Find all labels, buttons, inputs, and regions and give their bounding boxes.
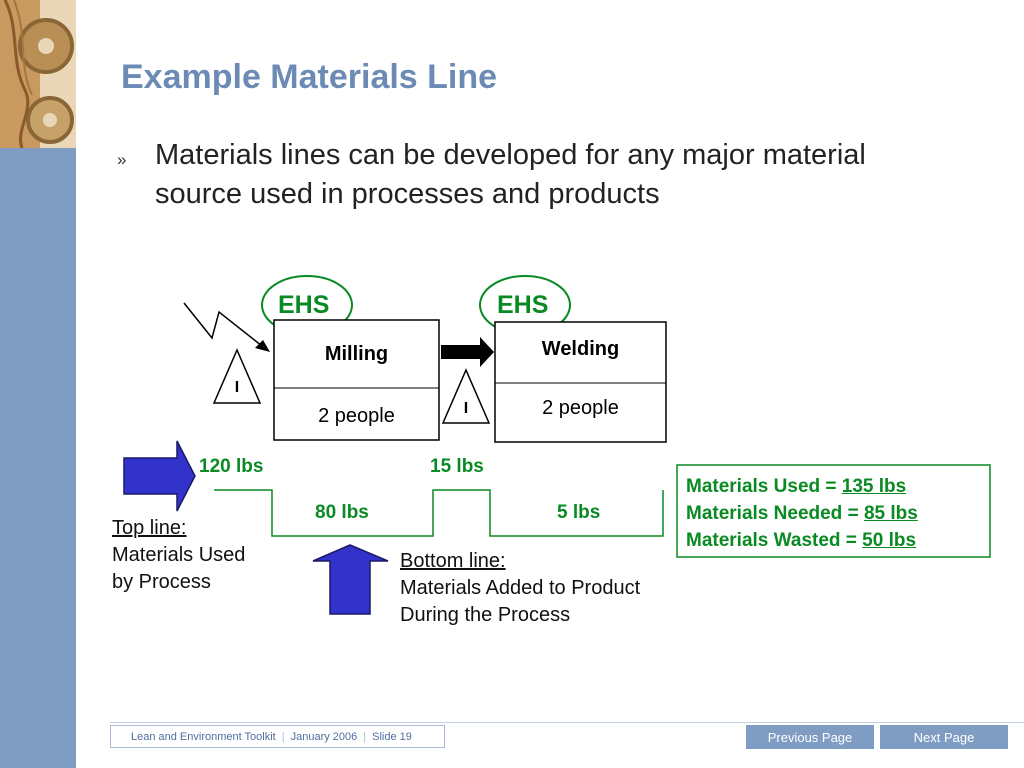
inventory-triangle-1 bbox=[212, 348, 262, 404]
bullet-marker: » bbox=[117, 150, 127, 169]
inventory-label-2: I bbox=[463, 400, 469, 417]
ehs-label-milling: EHS bbox=[278, 291, 330, 319]
bottom-value-1: 80 lbs bbox=[315, 502, 369, 523]
footer-slide-number: Slide 19 bbox=[372, 730, 412, 743]
bottom-line-legend: Bottom line: Materials Added to Product … bbox=[400, 548, 640, 629]
people-count-milling: 2 people bbox=[318, 405, 395, 427]
people-count-welding: 2 people bbox=[542, 397, 619, 419]
materials-used-arrow-icon bbox=[123, 440, 196, 512]
bottom-line-heading: Bottom line: bbox=[400, 550, 506, 572]
summary-text: Materials Used = 135 lbs Materials Neede… bbox=[686, 473, 918, 554]
materials-line-diagram bbox=[123, 275, 991, 615]
bottom-line-desc-2: During the Process bbox=[400, 604, 571, 626]
process-box-milling bbox=[273, 319, 440, 441]
footer-separator: | bbox=[281, 730, 285, 743]
summary-wasted: Materials Wasted = 50 lbs bbox=[686, 530, 917, 551]
footer-info: Lean and Environment Toolkit | January 2… bbox=[110, 725, 445, 748]
push-arrow-icon bbox=[441, 337, 494, 367]
slide-title: Example Materials Line bbox=[121, 58, 498, 96]
sidebar-band bbox=[0, 148, 76, 768]
bullet-text: Materials lines can be developed for any… bbox=[155, 139, 866, 210]
top-value-2: 15 lbs bbox=[430, 456, 484, 477]
footer-toolkit: Lean and Environment Toolkit bbox=[131, 730, 276, 743]
top-line-heading: Top line: bbox=[112, 517, 187, 539]
inventory-label-1: I bbox=[234, 379, 240, 396]
top-line-legend: Top line: Materials Used by Process bbox=[112, 515, 245, 596]
summary-box bbox=[676, 464, 991, 558]
materials-added-arrow-icon bbox=[312, 544, 389, 615]
footer-date: January 2006 bbox=[290, 730, 358, 743]
bottom-value-2: 5 lbs bbox=[557, 502, 601, 523]
process-box-welding bbox=[494, 321, 667, 443]
process-name-milling: Milling bbox=[324, 343, 389, 365]
summary-used-value: 135 lbs bbox=[841, 476, 907, 497]
bottom-line-desc-1: Materials Added to Product bbox=[400, 577, 641, 599]
process-name-welding: Welding bbox=[541, 338, 620, 360]
summary-wasted-value: 50 lbs bbox=[862, 530, 917, 551]
footer-separator: | bbox=[363, 730, 367, 743]
summary-needed-value: 85 lbs bbox=[863, 503, 918, 524]
lightning-arrow-icon bbox=[183, 302, 270, 352]
top-value-1: 120 lbs bbox=[199, 456, 264, 477]
previous-page-button[interactable]: Previous Page bbox=[746, 725, 874, 749]
gear-logo-image bbox=[0, 0, 76, 148]
summary-needed: Materials Needed = 85 lbs bbox=[686, 503, 918, 524]
next-page-button[interactable]: Next Page bbox=[880, 725, 1008, 749]
top-line-desc-1: Materials Used bbox=[112, 544, 246, 566]
materials-timeline bbox=[214, 489, 664, 537]
ehs-label-welding: EHS bbox=[497, 291, 549, 319]
summary-used: Materials Used = 135 lbs bbox=[686, 476, 907, 497]
footer-divider bbox=[110, 722, 1024, 723]
inventory-triangle-2 bbox=[441, 368, 491, 424]
top-line-desc-2: by Process bbox=[112, 571, 211, 593]
